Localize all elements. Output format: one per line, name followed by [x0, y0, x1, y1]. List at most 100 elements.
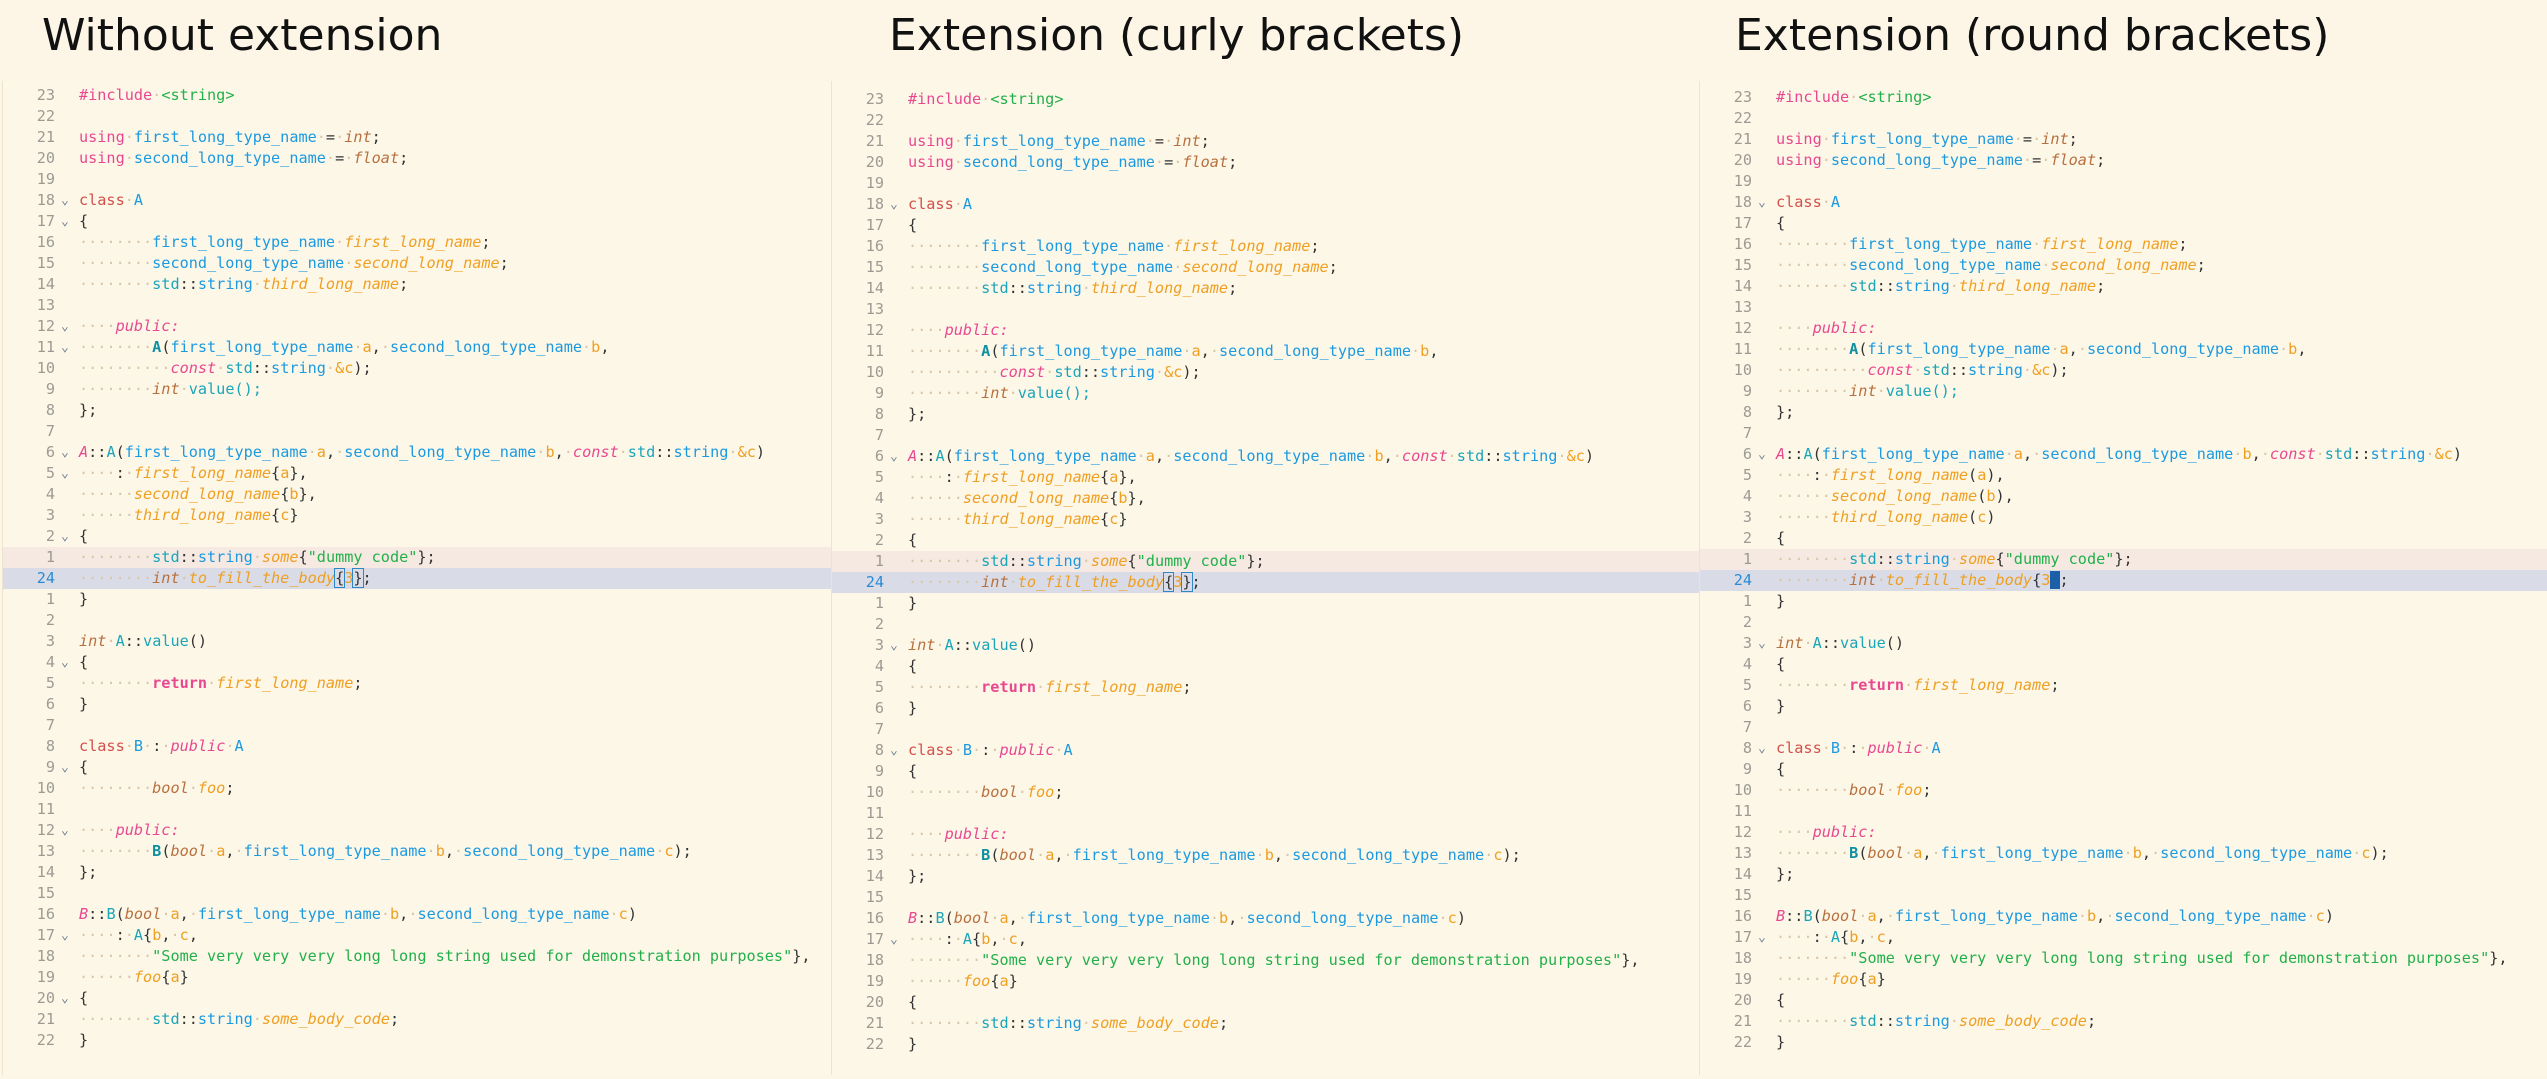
- code-line[interactable]: 18⌄class·A: [832, 194, 1700, 215]
- code-line[interactable]: 1········std::string·some{"dummy code"};: [3, 547, 851, 568]
- code-line[interactable]: 2: [1700, 612, 2547, 633]
- code-line[interactable]: 9⌄{: [3, 757, 851, 778]
- code-line[interactable]: 12⌄····public:: [3, 316, 851, 337]
- code-line[interactable]: 9········int·value();: [1700, 381, 2547, 402]
- code-line[interactable]: 10··········const·std::string·&c);: [832, 362, 1700, 383]
- code-line[interactable]: 1}: [3, 589, 851, 610]
- code-line[interactable]: 15: [832, 887, 1700, 908]
- code-line[interactable]: 19: [1700, 171, 2547, 192]
- code-line[interactable]: 13: [832, 299, 1700, 320]
- code-line[interactable]: 14};: [1700, 864, 2547, 885]
- code-line[interactable]: 6⌄A::A(first_long_type_name·a,·second_lo…: [832, 446, 1700, 467]
- fold-chevron-icon[interactable]: ⌄: [890, 743, 898, 758]
- fold-chevron-icon[interactable]: ⌄: [61, 760, 69, 775]
- fold-chevron-icon[interactable]: ⌄: [61, 823, 69, 838]
- code-line[interactable]: 13········B(bool·a,·first_long_type_name…: [1700, 843, 2547, 864]
- code-line[interactable]: 5····:·first_long_name{a},: [832, 467, 1700, 488]
- code-line[interactable]: 4······second_long_name{b},: [3, 484, 851, 505]
- code-line[interactable]: 15: [3, 883, 851, 904]
- fold-chevron-icon[interactable]: ⌄: [61, 340, 69, 355]
- code-line[interactable]: 18········"Some very very very long long…: [832, 950, 1700, 971]
- code-line[interactable]: 1}: [1700, 591, 2547, 612]
- code-line[interactable]: 17{: [1700, 213, 2547, 234]
- code-line[interactable]: 3······third_long_name(c): [1700, 507, 2547, 528]
- fold-chevron-icon[interactable]: ⌄: [1758, 636, 1766, 651]
- fold-chevron-icon[interactable]: ⌄: [61, 655, 69, 670]
- code-line[interactable]: 8};: [832, 404, 1700, 425]
- code-line[interactable]: 20{: [1700, 990, 2547, 1011]
- code-line[interactable]: 1········std::string·some{"dummy code"};: [1700, 549, 2547, 570]
- code-line[interactable]: 9{: [832, 761, 1700, 782]
- code-line[interactable]: 15········second_long_type_name·second_l…: [832, 257, 1700, 278]
- code-line[interactable]: 16········first_long_type_name·first_lon…: [832, 236, 1700, 257]
- code-line[interactable]: 3⌄int·A::value(): [832, 635, 1700, 656]
- code-line[interactable]: 18········"Some very very very long long…: [1700, 948, 2547, 969]
- code-line[interactable]: 22: [3, 106, 851, 127]
- code-line[interactable]: 7: [832, 719, 1700, 740]
- code-line[interactable]: 4······second_long_name(b),: [1700, 486, 2547, 507]
- code-line[interactable]: 4{: [832, 656, 1700, 677]
- code-line[interactable]: 11: [1700, 801, 2547, 822]
- code-line[interactable]: 13········B(bool·a,·first_long_type_name…: [3, 841, 851, 862]
- code-line[interactable]: 15········second_long_type_name·second_l…: [1700, 255, 2547, 276]
- code-line[interactable]: 15: [1700, 885, 2547, 906]
- code-line[interactable]: 11⌄········A(first_long_type_name·a,·sec…: [3, 337, 851, 358]
- code-line[interactable]: 19······foo{a}: [832, 971, 1700, 992]
- code-line[interactable]: 5····:·first_long_name(a),: [1700, 465, 2547, 486]
- code-line[interactable]: 19: [832, 173, 1700, 194]
- code-line[interactable]: 22: [1700, 108, 2547, 129]
- code-line[interactable]: 7: [832, 425, 1700, 446]
- code-line[interactable]: 5⌄····:·first_long_name{a},: [3, 463, 851, 484]
- code-line[interactable]: 3······third_long_name{c}: [3, 505, 851, 526]
- code-line[interactable]: 13: [1700, 297, 2547, 318]
- code-line[interactable]: 2⌄{: [3, 526, 851, 547]
- code-line[interactable]: 1}: [832, 593, 1700, 614]
- code-line[interactable]: 14········std::string·third_long_name;: [3, 274, 851, 295]
- code-line[interactable]: 15········second_long_type_name·second_l…: [3, 253, 851, 274]
- fold-chevron-icon[interactable]: ⌄: [61, 445, 69, 460]
- code-line[interactable]: 11: [832, 803, 1700, 824]
- code-line[interactable]: 24········int·to_fill_the_body{3};: [832, 572, 1700, 593]
- code-line[interactable]: 10········bool·foo;: [832, 782, 1700, 803]
- code-line[interactable]: 12····public:: [832, 824, 1700, 845]
- code-line[interactable]: 23#include·<string>: [832, 89, 1700, 110]
- code-line[interactable]: 2: [832, 614, 1700, 635]
- code-line[interactable]: 7: [3, 715, 851, 736]
- code-line[interactable]: 24········int·to_fill_the_body{3 ;: [1700, 570, 2547, 591]
- code-line[interactable]: 12····public:: [1700, 318, 2547, 339]
- code-line[interactable]: 8};: [1700, 402, 2547, 423]
- code-line[interactable]: 8};: [3, 400, 851, 421]
- code-line[interactable]: 20⌄{: [3, 988, 851, 1009]
- code-line[interactable]: 17{: [832, 215, 1700, 236]
- fold-chevron-icon[interactable]: ⌄: [890, 197, 898, 212]
- fold-chevron-icon[interactable]: ⌄: [1758, 195, 1766, 210]
- fold-chevron-icon[interactable]: ⌄: [890, 638, 898, 653]
- code-line[interactable]: 17⌄····:·A{b,·c,: [3, 925, 851, 946]
- code-line[interactable]: 23#include·<string>: [1700, 87, 2547, 108]
- fold-chevron-icon[interactable]: ⌄: [890, 449, 898, 464]
- code-line[interactable]: 9········int·value();: [832, 383, 1700, 404]
- code-line[interactable]: 19······foo{a}: [1700, 969, 2547, 990]
- code-line[interactable]: 19: [3, 169, 851, 190]
- code-line[interactable]: 11········A(first_long_type_name·a,·seco…: [1700, 339, 2547, 360]
- code-line[interactable]: 3⌄int·A::value(): [1700, 633, 2547, 654]
- fold-chevron-icon[interactable]: ⌄: [1758, 447, 1766, 462]
- code-line[interactable]: 23#include·<string>: [3, 85, 851, 106]
- code-line[interactable]: 6⌄A::A(first_long_type_name·a,·second_lo…: [1700, 444, 2547, 465]
- code-line[interactable]: 14};: [832, 866, 1700, 887]
- fold-chevron-icon[interactable]: ⌄: [890, 932, 898, 947]
- code-line[interactable]: 16········first_long_type_name·first_lon…: [3, 232, 851, 253]
- code-line[interactable]: 5········return·first_long_name;: [1700, 675, 2547, 696]
- code-line[interactable]: 24········int·to_fill_the_body{3};: [3, 568, 851, 589]
- fold-chevron-icon[interactable]: ⌄: [61, 193, 69, 208]
- code-line[interactable]: 6}: [1700, 696, 2547, 717]
